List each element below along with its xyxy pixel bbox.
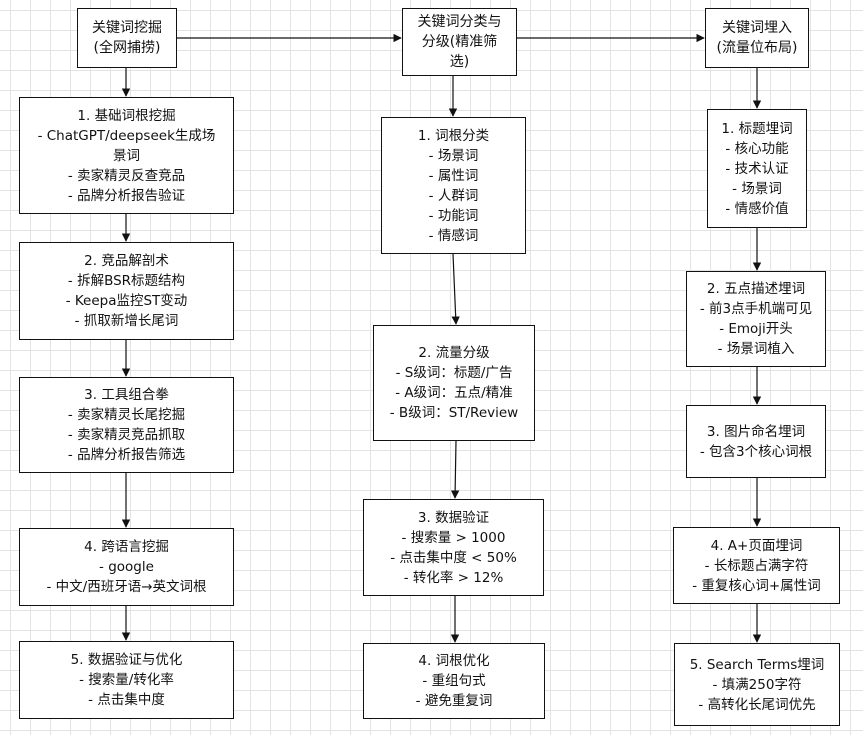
column2-header: 关键词分类与 分级(精准筛 选)	[402, 8, 517, 76]
column3-header-text: 关键词埋入 (流量位布局)	[716, 20, 798, 56]
column2-step4-text: 4. 词根优化 - 重组句式 - 避免重复词	[415, 653, 493, 709]
column1-step2: 2. 竞品解剖术 - 拆解BSR标题结构 - Keepa监控ST变动 - 抓取新…	[19, 242, 234, 340]
column3-step5: 5. Search Terms埋词 - 填满250字符 - 高转化长尾词优先	[674, 643, 840, 726]
column3-step1: 1. 标题埋词 - 核心功能 - 技术认证 - 场景词 - 情感价值	[707, 109, 807, 228]
column2-header-text: 关键词分类与 分级(精准筛 选)	[417, 14, 502, 70]
column1-step5-text: 5. 数据验证与优化 - 搜索量/转化率 - 点击集中度	[70, 652, 183, 708]
column2-step4: 4. 词根优化 - 重组句式 - 避免重复词	[363, 643, 545, 719]
arrow-c2-step2-to-step3	[450, 440, 460, 499]
column2-step2-text: 2. 流量分级 - S级词：标题/广告 - A级词：五点/精准 - B级词：ST…	[389, 345, 519, 421]
column3-header: 关键词埋入 (流量位布局)	[705, 8, 809, 68]
column3-step2: 2. 五点描述埋词 - 前3点手机端可见 - Emoji开头 - 场景词植入	[686, 271, 826, 367]
arrow-c2-step1-to-step2	[451, 253, 460, 325]
column3-step5-text: 5. Search Terms埋词 - 填满250字符 - 高转化长尾词优先	[689, 656, 825, 713]
column2-step1: 1. 词根分类 - 场景词 - 属性词 - 人群词 - 功能词 - 情感词	[381, 117, 526, 254]
column1-step3: 3. 工具组合拳 - 卖家精灵长尾挖掘 - 卖家精灵竞品抓取 - 品牌分析报告筛…	[19, 377, 234, 473]
column1-step4-text: 4. 跨语言挖掘 - google - 中文/西班牙语→英文词根	[46, 539, 207, 595]
column1-step5: 5. 数据验证与优化 - 搜索量/转化率 - 点击集中度	[19, 641, 234, 719]
column3-step4: 4. A+页面埋词 - 长标题占满字符 - 重复核心词+属性词	[673, 527, 840, 604]
column1-step4: 4. 跨语言挖掘 - google - 中文/西班牙语→英文词根	[19, 528, 234, 606]
column3-step1-text: 1. 标题埋词 - 核心功能 - 技术认证 - 场景词 - 情感价值	[721, 120, 793, 217]
column2-step2: 2. 流量分级 - S级词：标题/广告 - A级词：五点/精准 - B级词：ST…	[373, 325, 535, 441]
column1-step3-text: 3. 工具组合拳 - 卖家精灵长尾挖掘 - 卖家精灵竞品抓取 - 品牌分析报告筛…	[67, 387, 186, 463]
column2-step1-text: 1. 词根分类 - 场景词 - 属性词 - 人群词 - 功能词 - 情感词	[417, 127, 490, 244]
column1-step2-text: 2. 竞品解剖术 - 拆解BSR标题结构 - Keepa监控ST变动 - 抓取新…	[65, 253, 188, 329]
column1-header: 关键词挖掘 (全网捕捞)	[77, 8, 177, 68]
column3-step3-text: 3. 图片命名埋词 - 包含3个核心词根	[699, 423, 813, 460]
column3-step4-text: 4. A+页面埋词 - 长标题占满字符 - 重复核心词+属性词	[692, 537, 821, 594]
column1-step1: 1. 基础词根挖掘 - ChatGPT/deepseek生成场 景词 - 卖家精…	[19, 97, 234, 214]
column2-step3: 3. 数据验证 - 搜索量 > 1000 - 点击集中度 < 50% - 转化率…	[363, 499, 544, 596]
column1-step1-text: 1. 基础词根挖掘 - ChatGPT/deepseek生成场 景词 - 卖家精…	[37, 107, 216, 204]
column3-step2-text: 2. 五点描述埋词 - 前3点手机端可见 - Emoji开头 - 场景词植入	[699, 281, 813, 357]
column2-step3-text: 3. 数据验证 - 搜索量 > 1000 - 点击集中度 < 50% - 转化率…	[390, 509, 517, 586]
column3-step3: 3. 图片命名埋词 - 包含3个核心词根	[686, 405, 826, 478]
column1-header-text: 关键词挖掘 (全网捕捞)	[92, 20, 162, 56]
